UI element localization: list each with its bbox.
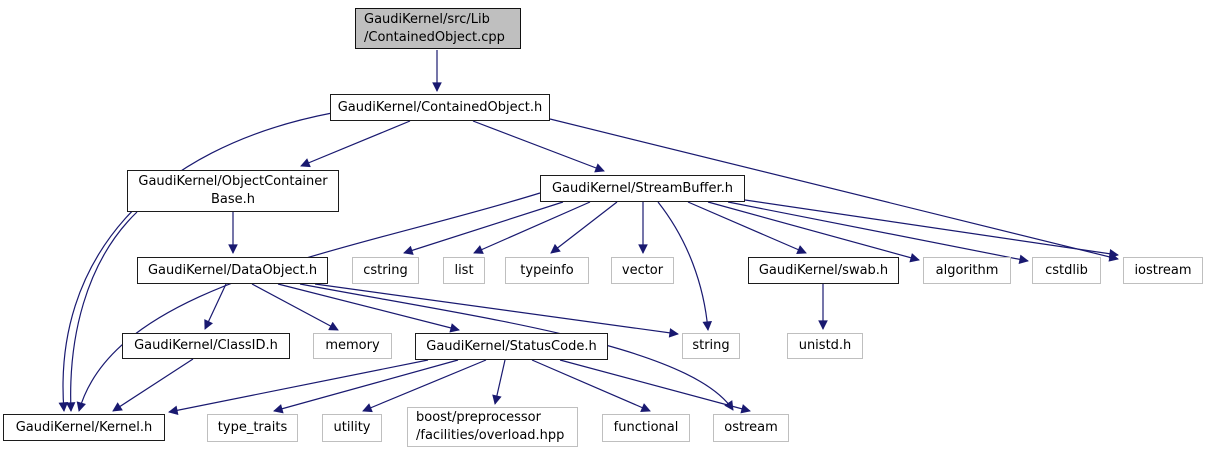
- node-contained-object-cpp: GaudiKernel/src/Lib/ContainedObject.cpp: [355, 8, 521, 49]
- node-label: GaudiKernel/Kernel.h: [15, 419, 153, 435]
- edge-stream-buffer-h-to-list: [473, 201, 591, 254]
- edge-contained-object-h-to-object-container-base-h: [300, 120, 411, 168]
- node-stream-buffer-h[interactable]: GaudiKernel/StreamBuffer.h: [540, 175, 745, 202]
- node-ostream: ostream: [713, 414, 789, 442]
- node-unistd-h: unistd.h: [787, 333, 863, 359]
- edge-object-container-base-h-to-kernel-h: [65, 211, 138, 412]
- node-label: GaudiKernel/swab.h: [758, 262, 889, 278]
- node-algorithm: algorithm: [923, 257, 1011, 284]
- node-label: utility: [333, 420, 371, 436]
- node-label: boost/preprocessor: [416, 410, 541, 426]
- node-label: list: [454, 262, 474, 278]
- edge-stream-buffer-h-to-swab-h: [687, 201, 807, 254]
- node-functional: functional: [602, 414, 690, 442]
- node-label: functional: [613, 420, 679, 436]
- node-memory: memory: [313, 333, 392, 359]
- node-swab-h[interactable]: GaudiKernel/swab.h: [748, 257, 899, 284]
- node-cstdlib: cstdlib: [1032, 257, 1101, 284]
- node-label: Base.h: [210, 192, 256, 207]
- edge-contained-object-h-to-kernel-h: [58, 112, 333, 412]
- node-label: algorithm: [935, 262, 999, 278]
- edge-data-object-h-to-string: [314, 283, 679, 338]
- node-label: typeinfo: [520, 262, 574, 278]
- node-label: GaudiKernel/src/Lib: [364, 11, 490, 27]
- edge-status-code-h-to-boost-preprocessor-overload-hpp: [492, 359, 506, 405]
- node-contained-object-h[interactable]: GaudiKernel/ContainedObject.h: [330, 94, 550, 121]
- node-label: unistd.h: [798, 338, 852, 354]
- node-type-traits: type_traits: [207, 414, 298, 442]
- edge-contained-object-h-to-stream-buffer-h: [472, 120, 605, 173]
- node-data-object-h[interactable]: GaudiKernel/DataObject.h: [137, 257, 328, 284]
- node-label: /facilities/overload.hpp: [416, 428, 565, 443]
- edge-stream-buffer-h-to-kernel-h: [76, 192, 541, 412]
- node-label: cstring: [363, 262, 408, 278]
- node-label: GaudiKernel/StreamBuffer.h: [551, 180, 734, 196]
- edge-stream-buffer-h-to-algorithm: [707, 201, 920, 263]
- node-kernel-h[interactable]: GaudiKernel/Kernel.h: [3, 414, 165, 441]
- node-class-id-h[interactable]: GaudiKernel/ClassID.h: [122, 333, 290, 359]
- node-vector: vector: [611, 257, 674, 284]
- edge-stream-buffer-h-to-cstdlib: [727, 201, 1029, 265]
- node-list: list: [443, 257, 485, 284]
- edge-class-id-h-to-kernel-h: [112, 358, 194, 412]
- edge-stream-buffer-h-to-typeinfo: [550, 201, 618, 254]
- node-label: string: [692, 338, 730, 354]
- edge-stream-buffer-h-to-cstring: [403, 201, 564, 255]
- edge-data-object-h-to-class-id-h: [204, 283, 227, 330]
- node-label: ostream: [724, 420, 778, 436]
- node-string: string: [682, 333, 740, 359]
- node-boost-preprocessor-overload-hpp: boost/preprocessor/facilities/overload.h…: [407, 407, 578, 447]
- edge-status-code-h-to-functional: [531, 359, 651, 412]
- node-cstring: cstring: [352, 257, 419, 284]
- edge-status-code-h-to-utility: [362, 359, 487, 413]
- node-label: GaudiKernel/StatusCode.h: [426, 338, 597, 354]
- edge-stream-buffer-h-to-string: [657, 201, 713, 331]
- node-utility: utility: [322, 414, 382, 442]
- edge-data-object-h-to-status-code-h: [277, 283, 460, 333]
- node-label: GaudiKernel/ObjectContainer: [138, 174, 328, 190]
- node-label: iostream: [1134, 262, 1192, 278]
- node-label: GaudiKernel/ContainedObject.h: [337, 99, 543, 115]
- node-iostream: iostream: [1123, 257, 1203, 284]
- node-label: vector: [621, 262, 664, 278]
- node-typeinfo: typeinfo: [505, 257, 589, 284]
- node-label: cstdlib: [1045, 262, 1088, 278]
- node-label: /ContainedObject.cpp: [364, 29, 505, 45]
- edge-status-code-h-to-type-traits: [273, 359, 459, 414]
- edge-stream-buffer-h-to-iostream: [744, 199, 1119, 259]
- node-label: memory: [325, 338, 380, 354]
- node-status-code-h[interactable]: GaudiKernel/StatusCode.h: [415, 333, 608, 360]
- node-label: GaudiKernel/ClassID.h: [134, 338, 278, 354]
- node-label: GaudiKernel/DataObject.h: [147, 262, 318, 278]
- node-label: type_traits: [217, 420, 288, 436]
- edge-contained-object-h-to-iostream: [549, 118, 1119, 262]
- edge-status-code-h-to-kernel-h: [168, 359, 429, 416]
- edge-data-object-h-to-memory: [251, 283, 339, 331]
- edge-status-code-h-to-ostream: [559, 359, 751, 414]
